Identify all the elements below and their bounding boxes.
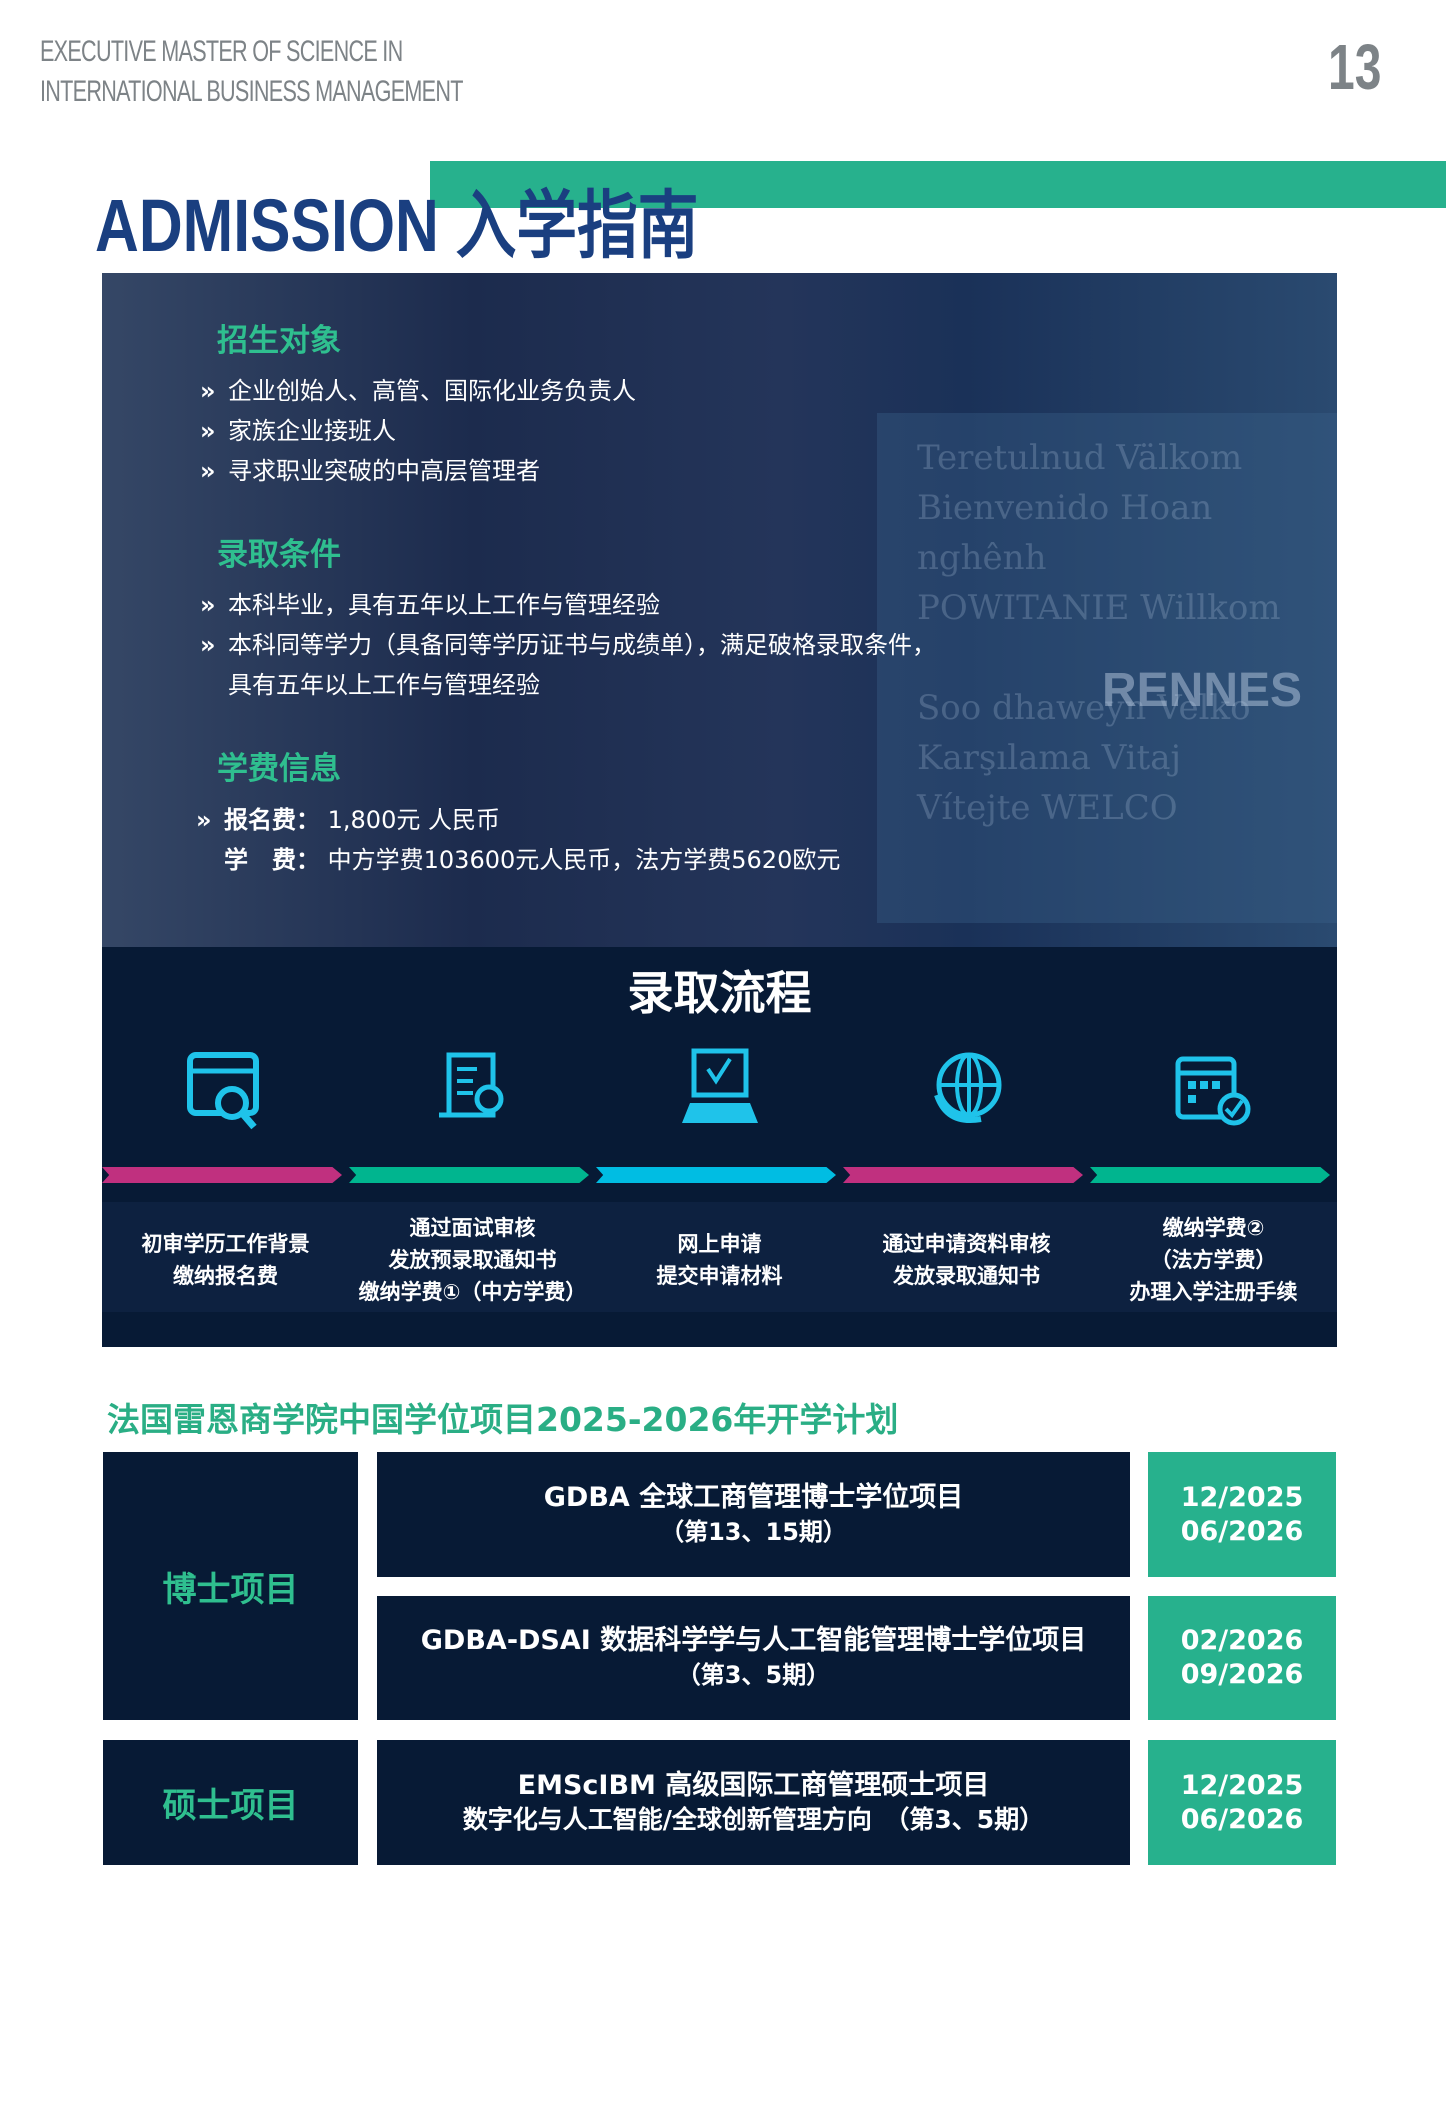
program-name: EXECUTIVE MASTER OF SCIENCE IN INTERNATIO… <box>40 32 463 112</box>
conditions-heading: 录取条件 <box>217 537 341 573</box>
step-arrow <box>843 1167 1083 1183</box>
process-step: 网上申请提交申请材料 <box>596 947 843 1347</box>
process-step: 通过申请资料审核发放录取通知书 <box>843 947 1090 1347</box>
program-gdba: GDBA 全球工商管理博士学位项目（第13、15期） <box>377 1452 1130 1577</box>
step-line: 网上申请 <box>677 1232 762 1256</box>
step-line: （法方学费） <box>1150 1248 1277 1272</box>
step-line: 通过面试审核 <box>409 1216 536 1240</box>
admission-process: 录取流程 初审学历工作背景缴纳报名费 通过面试审核发放预录取通知书缴纳学费①（中… <box>102 947 1337 1347</box>
master-category: 硕士项目 <box>103 1740 358 1865</box>
globe-arrow-icon <box>934 1052 1002 1123</box>
step-line: 初审学历工作背景 <box>141 1232 310 1256</box>
step-text: 网上申请提交申请材料 <box>596 1228 843 1292</box>
list-item: »家族企业接班人 <box>200 417 396 445</box>
fees-heading: 学费信息 <box>217 751 341 787</box>
calendar-check-icon <box>1175 1056 1251 1126</box>
doctoral-category: 博士项目 <box>103 1452 358 1720</box>
target-heading: 招生对象 <box>217 323 341 359</box>
tuition-fee: 学 费： 中方学费103600元人民币，法方学费5620欧元 <box>224 846 841 874</box>
page-number: 13 <box>1328 31 1382 103</box>
step-arrow <box>1090 1167 1330 1183</box>
step-line: 通过申请资料审核 <box>882 1232 1051 1256</box>
registration-fee: »报名费： 1,800元 人民币 <box>196 806 500 834</box>
step-text: 通过申请资料审核发放录取通知书 <box>843 1228 1090 1292</box>
list-item: 具有五年以上工作与管理经验 <box>228 671 540 699</box>
rennes-logo: RENNES <box>1102 664 1303 717</box>
program-emscibm: EMScIBM 高级国际工商管理硕士项目数字化与人工智能/全球创新管理方向 （第… <box>377 1740 1130 1865</box>
step-text: 通过面试审核发放预录取通知书缴纳学费①（中方学费） <box>349 1212 596 1308</box>
laptop-check-icon <box>682 1048 758 1123</box>
program-line-2: INTERNATIONAL BUSINESS MANAGEMENT <box>40 75 463 108</box>
process-step: 初审学历工作背景缴纳报名费 <box>102 947 349 1347</box>
page-title: ADMISSION 入学指南 <box>95 184 699 267</box>
step-text-band <box>102 1202 1337 1312</box>
list-item: »本科同等学力（具备同等学历证书与成绩单），满足破格录取条件， <box>200 631 936 659</box>
list-item: »本科毕业，具有五年以上工作与管理经验 <box>200 591 660 619</box>
step-line: 提交申请材料 <box>656 1264 783 1288</box>
schedule-title: 法国雷恩商学院中国学位项目2025-2026年开学计划 <box>107 1400 899 1439</box>
step-line: 缴纳学费①（中方学费） <box>358 1280 587 1304</box>
step-line: 办理入学注册手续 <box>1129 1280 1298 1304</box>
certificate-scroll-icon <box>439 1052 504 1118</box>
step-line: 发放录取通知书 <box>893 1264 1040 1288</box>
process-step: 通过面试审核发放预录取通知书缴纳学费①（中方学费） <box>349 947 596 1347</box>
browser-search-icon <box>187 1052 259 1130</box>
program-line-1: EXECUTIVE MASTER OF SCIENCE IN <box>40 35 403 68</box>
program-gdba-dsai: GDBA-DSAI 数据科学学与人工智能管理博士学位项目（第3、5期） <box>377 1596 1130 1720</box>
list-item: »寻求职业突破的中高层管理者 <box>200 457 540 485</box>
step-text: 初审学历工作背景缴纳报名费 <box>102 1228 349 1292</box>
step-line: 缴纳报名费 <box>173 1264 278 1288</box>
step-arrow <box>102 1167 342 1183</box>
step-line: 发放预录取通知书 <box>388 1248 557 1272</box>
list-item: »企业创始人、高管、国际化业务负责人 <box>200 377 636 405</box>
process-step: 缴纳学费② （法方学费） 办理入学注册手续 <box>1090 947 1337 1347</box>
process-title: 录取流程 <box>627 966 812 1020</box>
step-line: 缴纳学费② <box>1162 1216 1265 1240</box>
step-text: 缴纳学费② （法方学费） 办理入学注册手续 <box>1090 1212 1337 1308</box>
step-arrow <box>349 1167 589 1183</box>
accent-bar <box>430 161 1446 208</box>
step-arrow <box>596 1167 836 1183</box>
